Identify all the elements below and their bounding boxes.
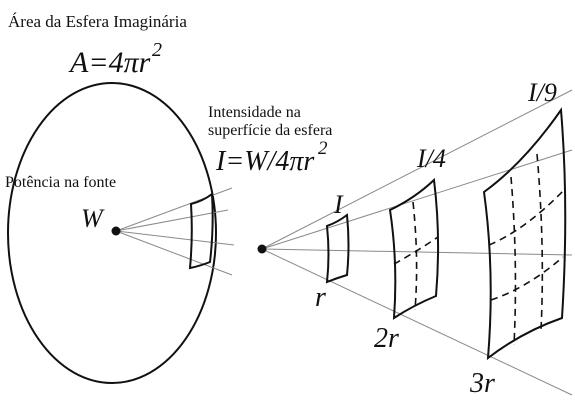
distance-label-r: r xyxy=(315,282,326,313)
intensity-caption-line1: Intensidade na xyxy=(208,104,301,121)
patch-3r-grid-line xyxy=(510,176,517,346)
ray xyxy=(261,149,573,250)
area-formula: A=4πr xyxy=(68,46,151,79)
diagram-title: Área da Esfera Imaginária xyxy=(8,12,187,31)
patch-3r-grid-line xyxy=(490,256,564,301)
intensity-caption-line2: superfície da esfera xyxy=(208,122,332,139)
right-source-point xyxy=(257,244,267,254)
left-source-point xyxy=(111,226,121,236)
intensity-formula-exponent: 2 xyxy=(318,138,328,159)
patch-2r-outline xyxy=(388,177,440,320)
patch-label-r: I xyxy=(333,190,344,219)
ray xyxy=(115,209,229,232)
area-formula-exponent: 2 xyxy=(152,39,162,61)
source-power-label: Potência na fonte xyxy=(5,174,116,191)
patch-2r-grid-line xyxy=(412,201,418,311)
patch-3r-grid-line xyxy=(488,189,565,246)
patch-3r-outline xyxy=(482,107,567,361)
ray xyxy=(115,230,233,276)
imaginary-sphere xyxy=(7,82,217,384)
distance-label-3r: 3r xyxy=(469,368,495,399)
intensity-formula: I=W/4πr xyxy=(215,146,314,177)
patch-label-3r: I/9 xyxy=(527,78,557,107)
patch-2r-grid-line xyxy=(393,236,439,265)
source-symbol: W xyxy=(81,204,105,233)
sphere-surface-patch xyxy=(188,192,214,270)
patch-3r-grid-line xyxy=(536,153,544,331)
ray xyxy=(261,89,573,250)
patch-3r xyxy=(482,107,567,361)
ray xyxy=(115,230,235,246)
patch-r xyxy=(325,213,350,284)
distance-label-2r: 2r xyxy=(374,323,399,354)
patch-label-2r: I/4 xyxy=(416,144,446,173)
patch-2r xyxy=(388,177,440,320)
ray xyxy=(261,248,573,396)
